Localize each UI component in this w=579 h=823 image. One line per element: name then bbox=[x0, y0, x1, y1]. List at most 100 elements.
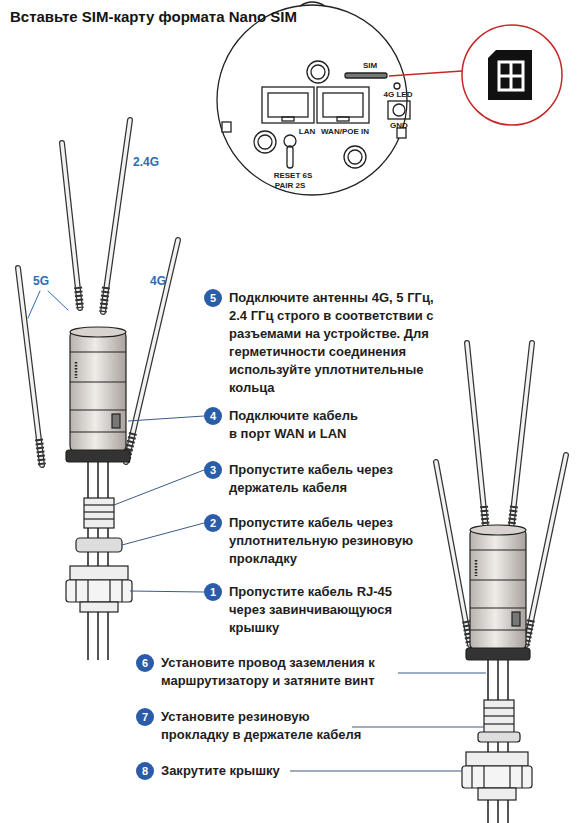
leader-lines bbox=[114, 470, 204, 505]
left-router bbox=[70, 566, 128, 580]
sim-callout bbox=[462, 25, 562, 125]
right-router bbox=[466, 752, 528, 766]
port-panel bbox=[307, 61, 329, 83]
left-antennas bbox=[62, 143, 80, 308]
leader-lines bbox=[114, 416, 486, 771]
step-callout: 7Установите резиновую прокладку в держат… bbox=[136, 708, 154, 726]
left-antennas bbox=[78, 287, 80, 308]
step-text: Подключите кабель в порт WAN и LAN bbox=[229, 407, 365, 443]
port-panel bbox=[311, 65, 325, 79]
callout-number: 7 bbox=[136, 708, 154, 726]
sim-callout bbox=[488, 50, 532, 100]
part-label: WAN/POE IN bbox=[321, 128, 369, 136]
part-label: GND bbox=[390, 122, 408, 130]
port-panel bbox=[345, 73, 387, 78]
left-antennas bbox=[48, 291, 68, 310]
left-antennas bbox=[103, 120, 130, 312]
left-router bbox=[66, 327, 132, 660]
part-label: RESET 6S bbox=[274, 172, 313, 180]
port-panel bbox=[300, 2, 325, 6]
right-antennas bbox=[467, 343, 486, 530]
left-antennas bbox=[39, 439, 42, 465]
left-antennas bbox=[103, 287, 106, 312]
step-callout: 2Пропустите кабель через уплотнительную … bbox=[204, 514, 222, 532]
right-antennas bbox=[511, 343, 532, 530]
left-router bbox=[70, 351, 126, 352]
part-label: 5G bbox=[33, 275, 49, 287]
left-router bbox=[107, 462, 109, 660]
left-router bbox=[70, 381, 126, 382]
port-panel bbox=[254, 131, 276, 153]
step-callout: 3Пропустите кабель через держатель кабел… bbox=[204, 461, 222, 479]
port-panel bbox=[317, 87, 369, 123]
left-antennas bbox=[18, 268, 42, 465]
leader-lines bbox=[122, 523, 204, 545]
port-panel bbox=[287, 146, 293, 168]
right-router bbox=[466, 648, 530, 660]
step-callout: 6Установите провод заземления к маршрути… bbox=[136, 654, 154, 672]
leader-lines bbox=[352, 727, 484, 728]
step-callout: 8Закрутите крышку bbox=[136, 762, 154, 780]
port-panel bbox=[393, 104, 405, 116]
left-antennas bbox=[126, 240, 178, 462]
right-router bbox=[471, 766, 472, 788]
step-text: Пропустите кабель RJ-45 через завинчиваю… bbox=[229, 583, 409, 637]
callout-number: 3 bbox=[204, 461, 222, 479]
right-router bbox=[470, 607, 526, 608]
left-router bbox=[70, 330, 126, 452]
right-router bbox=[470, 579, 526, 580]
part-label: 4G bbox=[150, 275, 166, 287]
left-router bbox=[75, 580, 76, 602]
port-panel bbox=[262, 87, 314, 123]
part-label: SIM bbox=[363, 62, 377, 70]
title: Вставьте SIM-карту формата Nano SIM bbox=[10, 8, 297, 25]
right-router bbox=[470, 528, 526, 650]
leader-lines bbox=[398, 673, 486, 674]
callout-number: 8 bbox=[136, 762, 154, 780]
left-router bbox=[80, 602, 118, 612]
port-panel bbox=[344, 146, 366, 168]
left-antennas bbox=[103, 120, 130, 312]
left-antennas bbox=[62, 143, 80, 308]
right-router bbox=[521, 766, 522, 788]
sim-callout bbox=[389, 25, 562, 125]
sim-callout bbox=[499, 62, 523, 90]
step-callout: 4Подключите кабель в порт WAN и LAN bbox=[204, 407, 222, 425]
right-router bbox=[470, 629, 526, 630]
sim-callout bbox=[499, 75, 523, 78]
port-panel bbox=[217, 2, 410, 195]
left-router bbox=[84, 518, 114, 519]
leader-lines bbox=[128, 416, 204, 421]
right-antennas bbox=[436, 462, 470, 645]
step-text: Закрутите крышку bbox=[161, 762, 361, 780]
callout-number: 5 bbox=[204, 289, 222, 307]
port-panel bbox=[258, 135, 272, 149]
left-antennas bbox=[18, 268, 42, 465]
left-router bbox=[97, 462, 99, 660]
left-router bbox=[66, 450, 130, 462]
right-antennas bbox=[511, 343, 532, 530]
sim-callout bbox=[389, 71, 462, 76]
right-antennas bbox=[467, 343, 486, 530]
step-callout: 5Подключите антенны 4G, 5 ГГц, 2.4 ГГц с… bbox=[204, 289, 222, 307]
left-router bbox=[66, 580, 132, 602]
right-router bbox=[470, 549, 526, 550]
callout-number: 2 bbox=[204, 514, 222, 532]
right-antennas bbox=[526, 455, 566, 645]
step-text: Пропустите кабель через держатель кабеля bbox=[229, 461, 409, 497]
part-label: 4G LED bbox=[384, 91, 413, 99]
left-router bbox=[121, 580, 122, 602]
left-router bbox=[84, 498, 114, 528]
step-text: Пропустите кабель через уплотнительную р… bbox=[229, 514, 415, 568]
port-panel bbox=[282, 117, 294, 121]
right-antennas bbox=[526, 455, 566, 645]
port-panel bbox=[388, 101, 410, 119]
right-router bbox=[462, 766, 532, 788]
left-router bbox=[109, 580, 110, 602]
port-panel bbox=[217, 5, 407, 195]
part-label: PAIR 2S bbox=[275, 182, 306, 190]
left-antennas bbox=[28, 291, 40, 318]
left-router bbox=[75, 362, 78, 378]
port-panel bbox=[323, 93, 363, 117]
